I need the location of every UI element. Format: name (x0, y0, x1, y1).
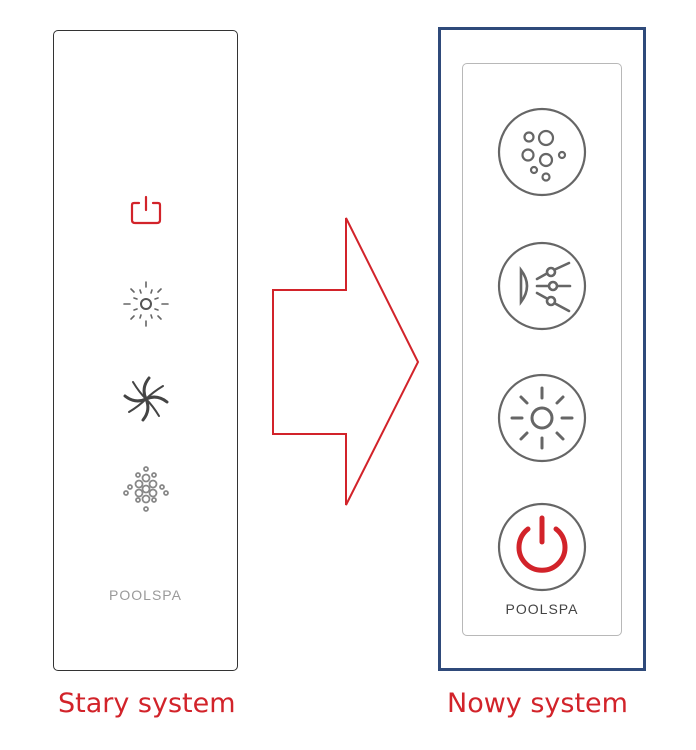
brand-logo-new: POOLSPA (505, 601, 579, 617)
caption-old-system: Stary system (58, 688, 236, 719)
light-icon[interactable] (497, 373, 587, 463)
power-icon[interactable] (497, 502, 587, 592)
bubbles-icon[interactable] (497, 107, 587, 197)
light-icon[interactable] (120, 278, 172, 330)
jets-icon[interactable] (497, 241, 587, 331)
power-icon[interactable] (126, 193, 166, 229)
swirl-massage-icon[interactable] (119, 372, 173, 426)
caption-new-system: Nowy system (447, 688, 628, 719)
bubbles-icon[interactable] (118, 465, 174, 515)
old-control-panel (53, 30, 238, 671)
brand-logo-old: POOLSPA (109, 587, 182, 603)
